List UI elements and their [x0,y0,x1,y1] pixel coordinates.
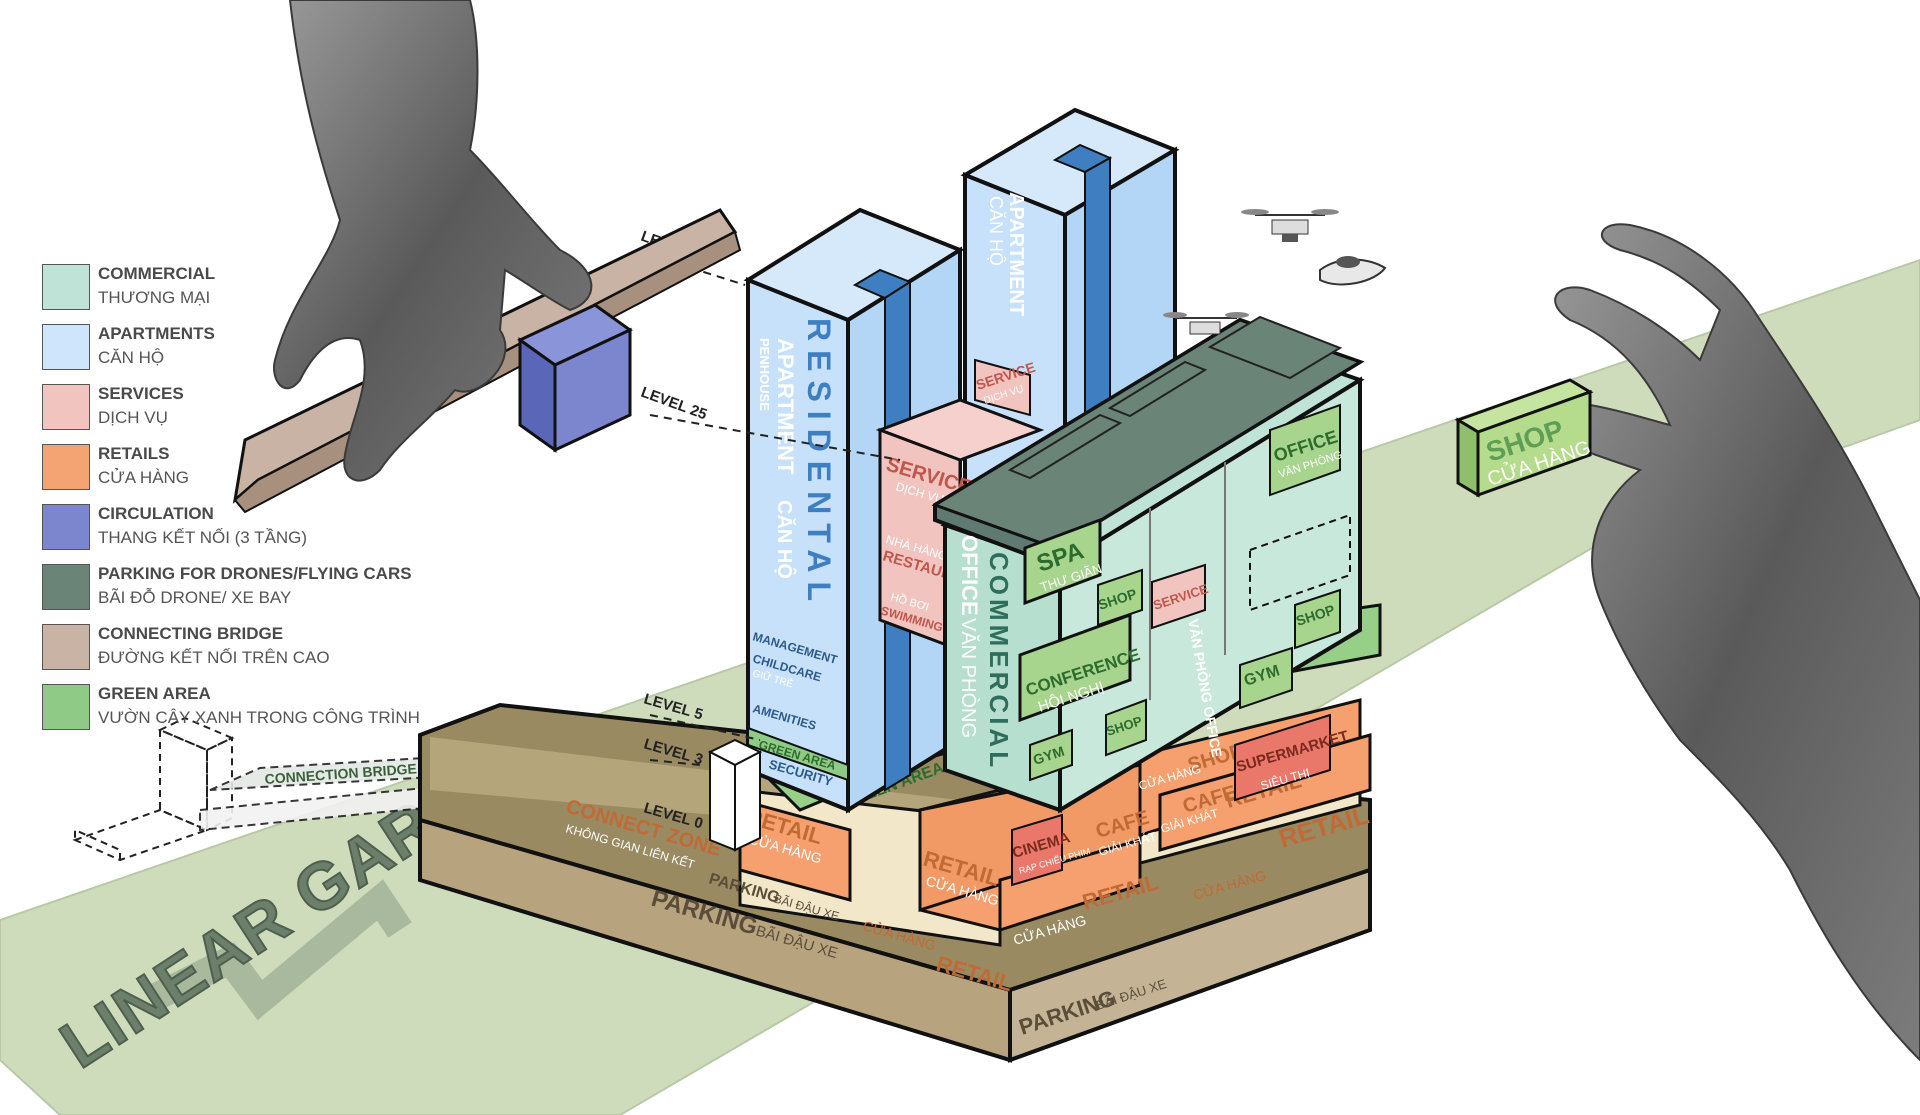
legend-title: CONNECTING BRIDGE [98,624,284,643]
legend-title: SERVICES [98,384,184,403]
vanphong-vertical: VĂN PHÒNG [957,618,980,738]
legend-item: RETAILS CỬA HÀNG [42,442,462,502]
legend-item: CONNECTING BRIDGE ĐƯỜNG KẾT NỐI TRÊN CAO [42,622,462,682]
legend-item: CIRCULATION THANG KẾT NỐI (3 TẦNG) [42,502,462,562]
legend-item: SERVICES DỊCH VỤ [42,382,462,442]
legend-swatch [42,324,90,370]
penhouse-label: PENHOUSE [757,338,772,411]
legend-subtitle: VƯỜN CÂY XANH TRONG CÔNG TRÌNH [98,708,420,727]
commercial-vertical: COMMERCIAL [984,552,1014,771]
legend-title: COMMERCIAL [98,264,216,283]
legend-title: PARKING FOR DRONES/FLYING CARS [98,564,412,583]
legend-title: APARTMENTS [98,324,215,343]
apartment-vertical: APARTMENT [773,338,798,475]
legend-subtitle: ĐƯỜNG KẾT NỐI TRÊN CAO [98,648,330,667]
apartment-right-label: APARTMENT [1005,192,1027,316]
legend-subtitle: CỬA HÀNG [98,468,190,487]
legend-title: RETAILS [98,444,170,463]
flying-car-icon [1319,256,1387,286]
legend-title: CIRCULATION [98,504,214,523]
legend-subtitle: DỊCH VỤ [98,408,168,427]
legend-swatch [42,444,90,490]
apartment-right-sub: CĂN HỘ [986,196,1007,266]
legend-item: COMMERCIAL THƯƠNG MẠI [42,262,462,322]
retail-blocks: RETAIL CỬA HÀNG RETAIL CỬA HÀNG CAFE GIẢ… [738,698,1372,996]
legend-swatch [42,264,90,310]
legend-swatch [42,684,90,730]
legend-subtitle: THANG KẾT NỐI (3 TẦNG) [98,528,308,547]
legend-subtitle: THƯƠNG MẠI [98,288,211,307]
legend-swatch [42,504,90,550]
legend-title: GREEN AREA [98,684,211,703]
canho-vertical: CĂN HỘ [773,500,797,579]
legend-item: GREEN AREA VƯỜN CÂY XANH TRONG CÔNG TRÌNH [42,682,462,742]
drone-icon-1 [1241,209,1339,242]
office-vertical: OFFICE [957,535,982,616]
legend-swatch [42,624,90,670]
legend-subtitle: CĂN HỘ [98,348,165,367]
legend-item: APARTMENTS CĂN HỘ [42,322,462,382]
drone-icon-2 [1163,312,1249,335]
legend-swatch [42,564,90,610]
podium: PARKING BÃI ĐẬU XE PARKING BÃI ĐẬU XE CO… [418,702,1372,1063]
hand-right-image: SHOP CỬA HÀNG [1454,223,1920,1062]
legend-item: PARKING FOR DRONES/FLYING CARS BÃI ĐỖ DRO… [42,562,462,622]
level-25: LEVEL 25 [639,384,710,424]
hand-left-image [273,0,593,482]
legend-swatch [42,384,90,430]
legend-subtitle: BÃI ĐỖ DRONE/ XE BAY [98,588,292,607]
circulation-block [517,303,633,453]
legend: COMMERCIAL THƯƠNG MẠI APARTMENTS CĂN HỘ SERV… [42,262,462,742]
residential-vertical: RESIDENTAL [801,318,837,610]
